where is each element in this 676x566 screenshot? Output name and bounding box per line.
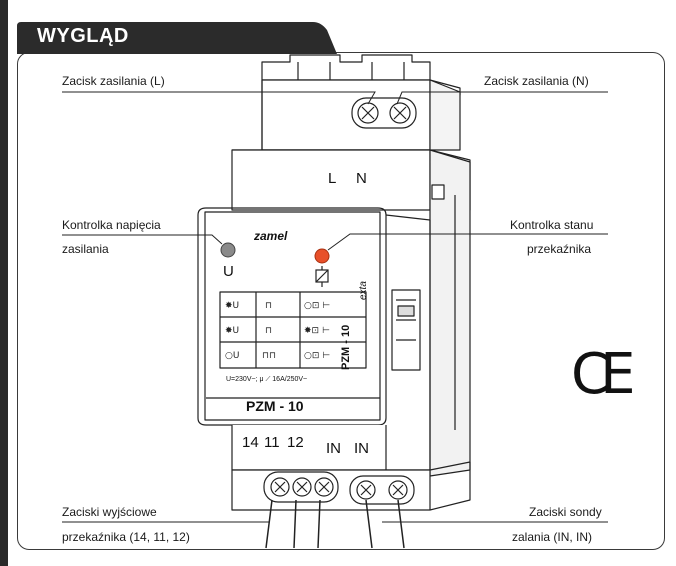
- side-brand-label: exta: [358, 281, 369, 300]
- callout-output-line1: Zaciski wyjściowe: [62, 505, 157, 519]
- callout-power-led-line2: zasilania: [62, 242, 109, 256]
- terminal-label-n: N: [356, 170, 367, 187]
- ce-mark: CE: [571, 342, 636, 407]
- power-led-label: U: [223, 263, 234, 280]
- callout-power-led-line1: Kontrolka napięcia: [62, 218, 161, 232]
- relay-off-icon: ○⊡ ⊢: [304, 351, 330, 361]
- callout-probe-line2: zalania (IN, IN): [512, 530, 593, 544]
- relay-symbol-icon: [315, 266, 329, 287]
- terminal-in-2: IN: [354, 440, 369, 457]
- terminal-label-l: L: [328, 170, 337, 187]
- terminal-11: 11: [264, 434, 280, 451]
- probe-dry-icon: ⊓: [265, 301, 272, 311]
- terminal-12: 12: [287, 434, 304, 451]
- brand-logo: zamel: [254, 229, 288, 243]
- terminal-14: 14: [242, 434, 259, 451]
- relay-on-icon: ✸⊡ ⊢: [304, 326, 330, 336]
- section-title: WYGLĄD: [37, 25, 129, 47]
- callout-line-relay-led: [327, 233, 608, 251]
- tab-shape: [17, 22, 337, 54]
- callout-supply-n: Zacisk zasilania (N): [484, 74, 589, 88]
- diagram-frame: [17, 52, 665, 550]
- led-on-icon: ✸U: [225, 326, 239, 336]
- callout-relay-led-line1: Kontrolka stanu: [510, 218, 594, 232]
- terminal-in-1: IN: [326, 440, 341, 457]
- model-label: PZM - 10: [246, 398, 304, 414]
- led-off-icon: ○U: [225, 351, 239, 361]
- power-led: [220, 242, 236, 258]
- callout-line-power-led: [62, 234, 223, 245]
- probe-pair-icon: ⊓⊓: [262, 351, 276, 361]
- spec-text: U=230V~; μ ⟋ 16A/250V~: [226, 376, 308, 383]
- relay-led: [314, 248, 330, 264]
- callout-line-supply-l: [62, 91, 376, 105]
- section-tab: WYGLĄD: [17, 22, 337, 54]
- callout-probe-line1: Zaciski sondy: [529, 505, 602, 519]
- relay-off-icon: ○⊡ ⊢: [304, 301, 330, 311]
- left-edge-bar: [0, 0, 8, 566]
- callout-line-supply-n: [396, 91, 608, 105]
- side-model-label: PZM - 10: [340, 324, 352, 370]
- callout-supply-l: Zacisk zasilania (L): [62, 74, 165, 88]
- callout-output-line2: przekaźnika (14, 11, 12): [62, 530, 190, 544]
- probe-wet-icon: ⊓: [265, 326, 272, 336]
- led-on-icon: ✸U: [225, 301, 239, 311]
- callout-relay-led-line2: przekaźnika: [527, 242, 592, 256]
